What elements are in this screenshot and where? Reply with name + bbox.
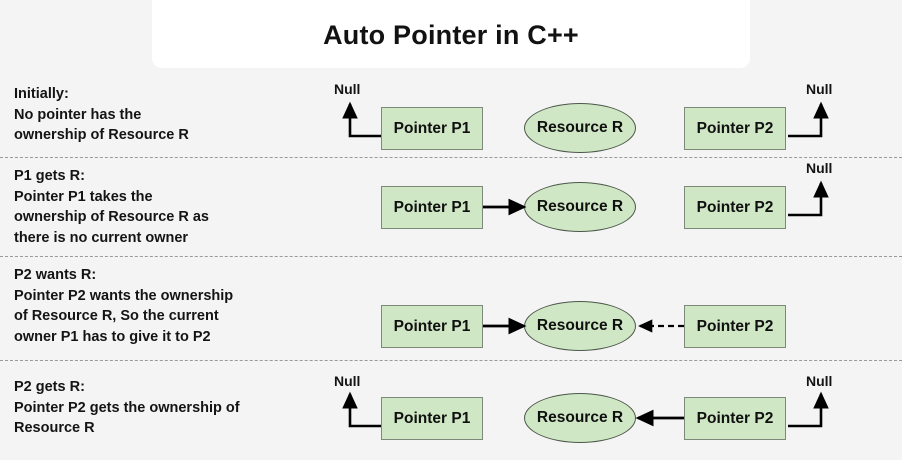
resource-r-node-p1-gets-r[interactable]: Resource R [524,182,636,232]
null-arrow-p2-p1-gets-r [788,180,829,217]
resource-r-node-p2-wants-r[interactable]: Resource R [524,301,636,351]
resource-r-node-initially[interactable]: Resource R [524,103,636,153]
null-arrow-p1-initially [342,101,381,138]
null-label-p1-initially: Null [334,81,361,97]
step-caption-initially: Initially: No pointer has the ownership … [14,86,189,143]
null-arrow-p1-p2-gets-r [342,391,381,428]
pointer-p1-box-p2-wants-r[interactable]: Pointer P1 [381,305,483,348]
null-arrow-p2-p2-gets-r [788,391,829,428]
pointer-p1-box-p2-gets-r[interactable]: Pointer P1 [381,397,483,440]
step-caption-p1-gets-r: P1 gets R: Pointer P1 takes the ownershi… [14,168,209,246]
pointer-p1-box-initially[interactable]: Pointer P1 [381,107,483,150]
section-divider-2 [0,256,902,257]
null-arrow-p2-initially [788,101,829,138]
pointer-p2-box-p2-wants-r[interactable]: Pointer P2 [684,305,786,348]
section-divider-3 [0,360,902,361]
null-label-p2-p1-gets-r: Null [806,160,833,176]
step-caption-p2-wants-r: P2 wants R: Pointer P2 wants the ownersh… [14,267,234,345]
pointer-p1-box-p1-gets-r[interactable]: Pointer P1 [381,186,483,229]
page-title: Auto Pointer in C++ [323,19,579,50]
resource-r-node-p2-gets-r[interactable]: Resource R [524,393,636,443]
null-label-p2-p2-gets-r: Null [806,373,833,389]
pointer-p2-box-initially[interactable]: Pointer P2 [684,107,786,150]
pointer-p2-box-p2-gets-r[interactable]: Pointer P2 [684,397,786,440]
pointer-p2-box-p1-gets-r[interactable]: Pointer P2 [684,186,786,229]
section-divider-1 [0,157,902,158]
null-label-p1-p2-gets-r: Null [334,373,361,389]
step-caption-p2-gets-r: P2 gets R: Pointer P2 gets the ownership… [14,379,240,436]
title-card: Auto Pointer in C++ [152,0,750,68]
null-label-p2-initially: Null [806,81,833,97]
